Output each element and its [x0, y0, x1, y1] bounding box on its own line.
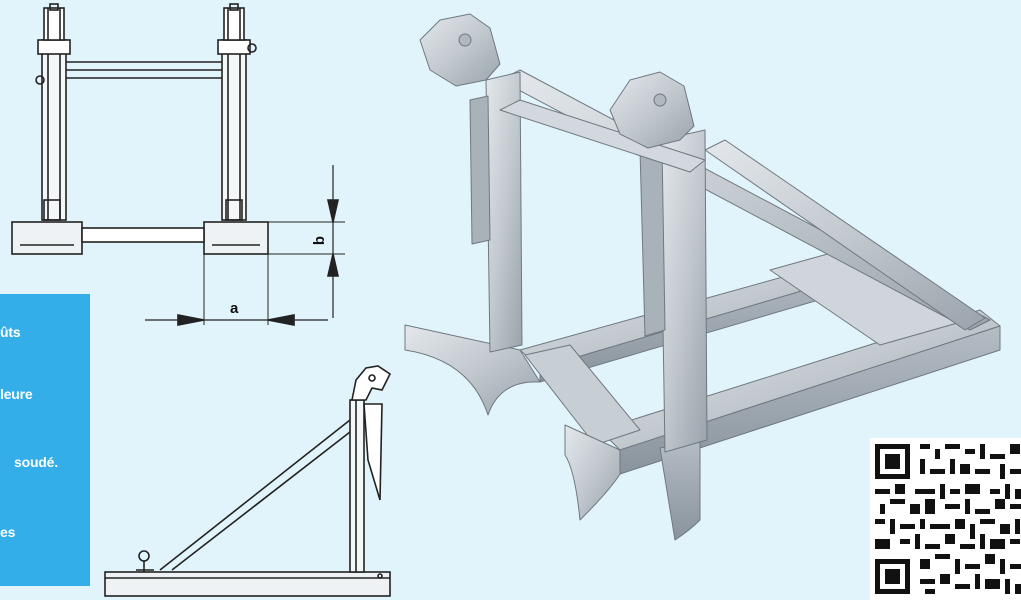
feature-line-3: soudé. — [14, 454, 58, 470]
feature-line-2: leure — [0, 386, 33, 402]
qr-code-pattern — [870, 439, 1021, 599]
product-illustration — [404, 13, 1001, 541]
qr-code-icon — [870, 438, 1021, 600]
feature-panel: ûts leure soudé. es — [0, 294, 90, 586]
dimension-b-label: b — [311, 235, 329, 246]
dimension-a-label: a — [230, 300, 239, 317]
feature-line-4: es — [0, 524, 16, 540]
front-view-drawing — [11, 3, 345, 326]
side-view-drawing — [104, 365, 392, 597]
feature-line-1: ûts — [0, 324, 21, 340]
